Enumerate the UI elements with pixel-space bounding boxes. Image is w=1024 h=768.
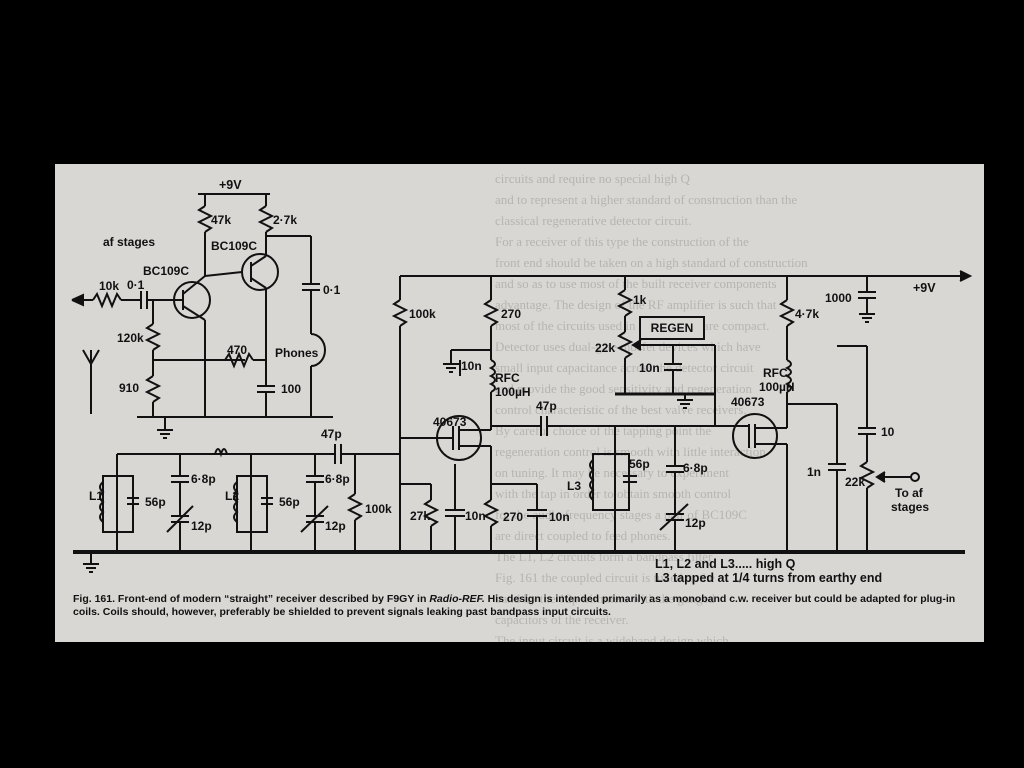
to-af-stages-line1: To af xyxy=(895,486,924,500)
coil-note-1: L1, L2 and L3..... high Q xyxy=(655,557,796,571)
resistor-100k-top xyxy=(391,299,409,327)
rfc-choke-1 xyxy=(488,359,496,393)
label-10n-a: 10n xyxy=(461,359,482,373)
label-1000: 1000 xyxy=(825,291,852,305)
coil-l3 xyxy=(589,459,595,501)
label-47k: 47k xyxy=(211,213,231,227)
caption-text-a: Front-end of modern “straight” receiver … xyxy=(115,593,430,605)
label-1n: 1n xyxy=(807,465,821,479)
antenna-icon xyxy=(82,349,100,367)
resistor-120k xyxy=(144,323,162,351)
label-270-bottom: 270 xyxy=(503,510,523,524)
supply-label-rf: +9V xyxy=(913,281,936,295)
mosfet-40673-detector xyxy=(732,413,778,459)
book-page: circuits and require no special high Q a… xyxy=(55,164,984,642)
resistor-1k xyxy=(616,289,634,317)
label-470: 470 xyxy=(227,343,247,357)
resistor-270-bottom xyxy=(482,499,500,527)
label-0-1-input: 0·1 xyxy=(127,278,145,292)
label-120k: 120k xyxy=(117,331,144,345)
to-af-stages-line2: stages xyxy=(891,500,929,514)
phones-label: Phones xyxy=(275,346,319,360)
label-rfc-2: RFC xyxy=(763,366,788,380)
label-100k-gate: 100k xyxy=(365,502,392,516)
label-10n-regen: 10n xyxy=(639,361,660,375)
resistor-470 xyxy=(224,351,254,369)
label-270-top: 270 xyxy=(501,307,521,321)
label-mosfet-2: 40673 xyxy=(731,395,765,409)
label-56p-3: 56p xyxy=(629,457,650,471)
label-rfc-1-value: 100µH xyxy=(495,385,531,399)
coil-l2 xyxy=(233,481,239,523)
label-100k-top: 100k xyxy=(409,307,436,321)
label-rfc-1: RFC xyxy=(495,371,520,385)
label-12p-3: 12p xyxy=(685,516,706,530)
label-22k-regen: 22k xyxy=(595,341,615,355)
caption-figno: Fig. 161. xyxy=(73,593,116,605)
label-10-out: 10 xyxy=(881,425,895,439)
label-56p-1: 56p xyxy=(145,495,166,509)
label-22k-output: 22k xyxy=(845,475,865,489)
label-12p-1: 12p xyxy=(191,519,212,533)
label-47p-interstage: 47p xyxy=(536,399,557,413)
label-q2: BC109C xyxy=(211,239,257,253)
label-100: 100 xyxy=(281,382,301,396)
receiver-schematic: +9V 47k 2·7k af stages BC109C BC109C 10k… xyxy=(71,178,973,585)
pot-22k-regen xyxy=(616,331,634,359)
label-2-7k: 2·7k xyxy=(273,213,297,227)
label-6-8p-2: 6·8p xyxy=(325,472,350,486)
label-47p-input: 47p xyxy=(321,427,342,441)
label-0-1-phones: 0·1 xyxy=(323,283,341,297)
resistor-4-7k xyxy=(778,299,796,327)
resistor-910 xyxy=(144,375,162,403)
supply-label-af: +9V xyxy=(219,178,242,192)
label-4-7k: 4·7k xyxy=(795,307,819,321)
coil-l1 xyxy=(99,481,105,523)
resistor-27k xyxy=(422,499,440,527)
resistor-47k xyxy=(196,205,214,233)
label-10n-c: 10n xyxy=(549,510,570,524)
label-6-8p-1: 6·8p xyxy=(191,472,216,486)
resistor-270-top xyxy=(482,299,500,327)
phones-symbol xyxy=(310,333,326,367)
label-10k: 10k xyxy=(99,279,119,293)
label-rfc-2-value: 100µH xyxy=(759,380,795,394)
resistor-2-7k xyxy=(257,205,275,233)
figure-caption: Fig. 161. Front-end of modern “straight”… xyxy=(73,593,973,619)
label-6-8p-3: 6·8p xyxy=(683,461,708,475)
resistor-100k-gate xyxy=(346,493,364,521)
af-stages-label: af stages xyxy=(103,235,155,249)
label-12p-2: 12p xyxy=(325,519,346,533)
label-56p-2: 56p xyxy=(279,495,300,509)
label-27k: 27k xyxy=(410,509,430,523)
coil-note-2: L3 tapped at 1/4 turns from earthy end xyxy=(655,571,882,585)
label-1k: 1k xyxy=(633,293,647,307)
resistor-10k xyxy=(92,291,122,309)
rfc-choke-2 xyxy=(784,359,792,393)
label-l3: L3 xyxy=(567,479,581,493)
regen-label-box: REGEN xyxy=(639,316,705,340)
caption-text-b: His design is intended primarily as a mo… xyxy=(73,593,956,618)
caption-source: Radio-REF. xyxy=(429,593,485,605)
label-10n-b: 10n xyxy=(465,509,486,523)
label-q1: BC109C xyxy=(143,264,189,278)
pot-22k-output xyxy=(858,461,876,489)
label-910: 910 xyxy=(119,381,139,395)
